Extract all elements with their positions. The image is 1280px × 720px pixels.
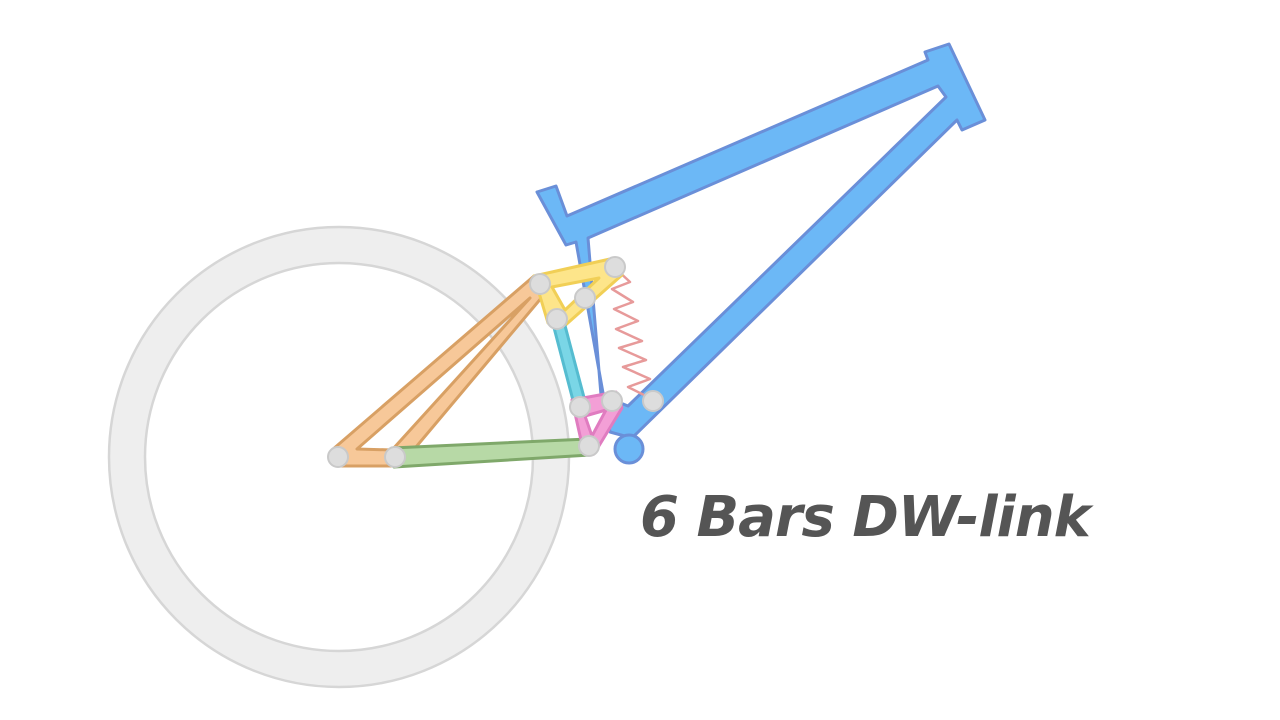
pivot-rocker-link[interactable] [546,308,568,330]
pivot-rocker-frame[interactable] [574,287,596,309]
rear-shock-spring [610,267,655,402]
pivot-chain-stay-rear[interactable] [384,446,406,468]
pivot-rear-axle[interactable] [327,446,349,468]
diagram-title: 6 Bars DW-link [640,485,1091,550]
pivot-shock-upper[interactable] [604,256,626,278]
pivot-shock-lower[interactable] [642,390,664,412]
pivot-lower-link-left[interactable] [569,396,591,418]
bottom-bracket [613,433,645,465]
main-frame [535,42,987,440]
pivot-chain-stay-front[interactable] [578,435,600,457]
pivot-seat-stay-top[interactable] [529,273,551,295]
pivots [327,256,664,468]
pivot-lower-link-frame[interactable] [601,390,623,412]
